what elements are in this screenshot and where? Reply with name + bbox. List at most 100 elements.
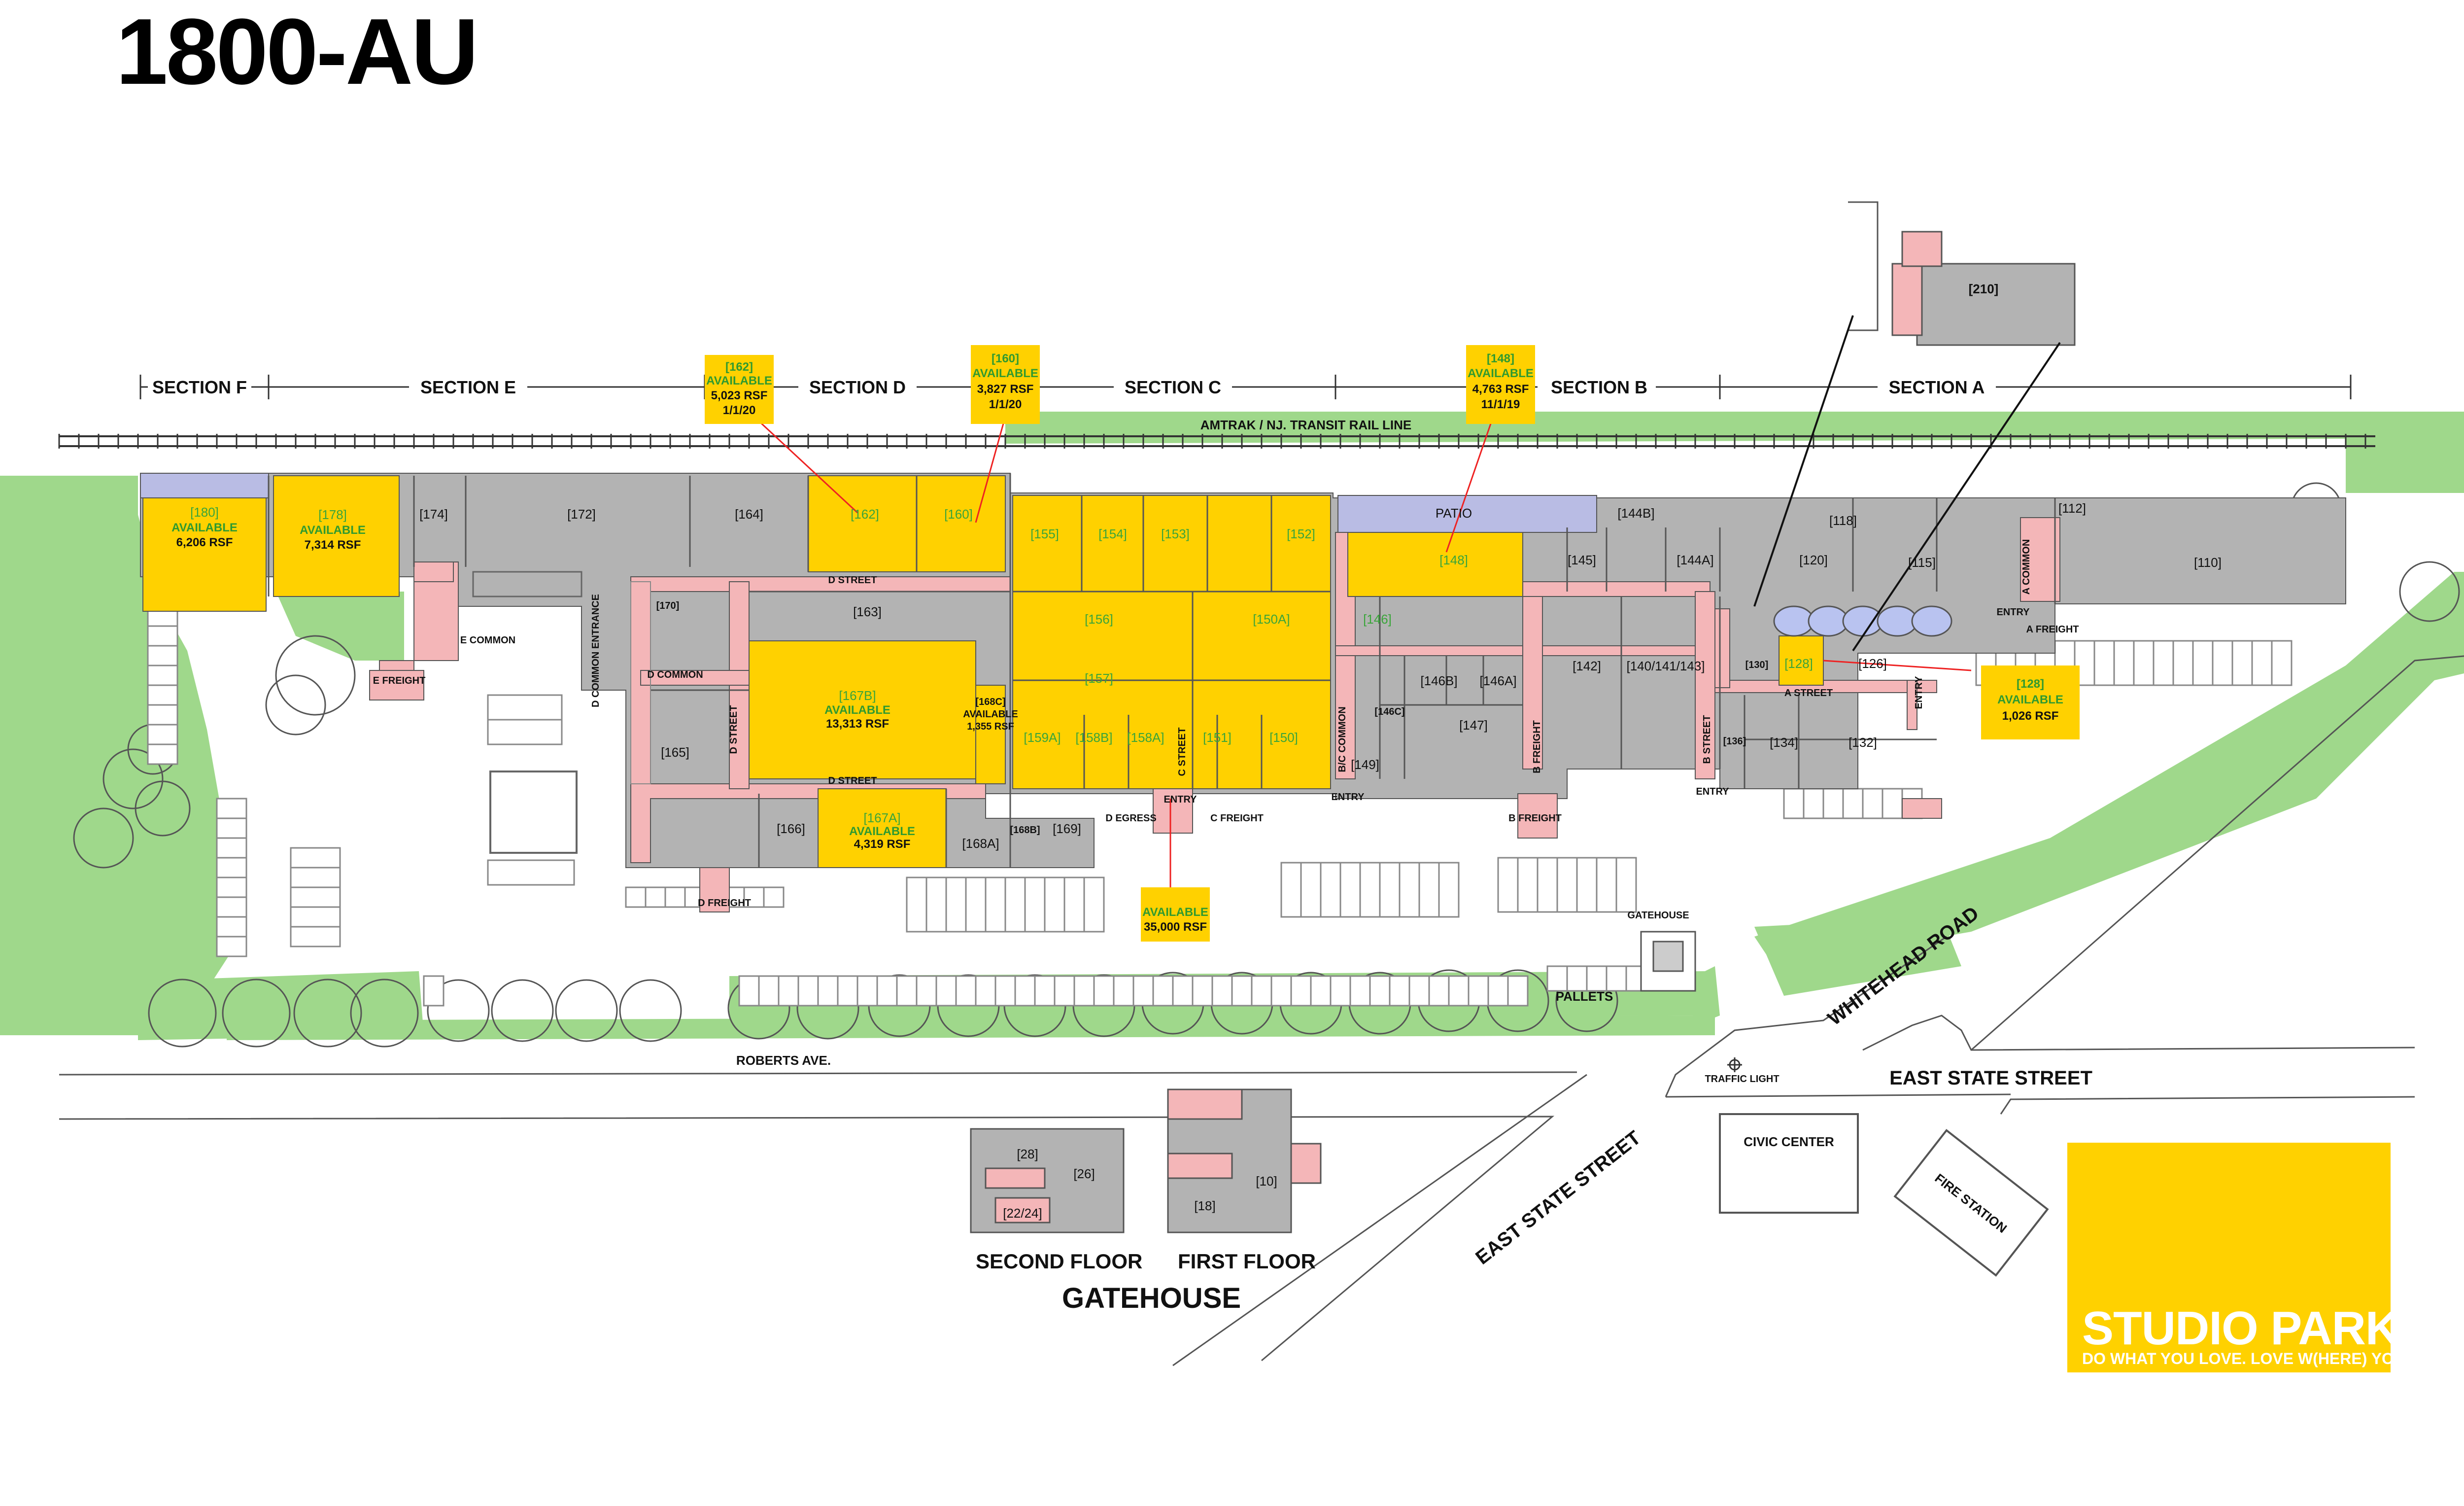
unit-180-size: 6,206 RSF <box>176 536 233 549</box>
unit-168c-size: 1,355 RSF <box>967 721 1014 732</box>
unit-158a-label: [158A] <box>1127 730 1164 745</box>
gatehouse-unit-26-label: [26] <box>1073 1166 1095 1181</box>
unit-168b-label: [168B] <box>1010 825 1040 836</box>
gatehouse-unit-18-label: [18] <box>1194 1198 1215 1213</box>
annex-leader-line <box>1753 315 1854 607</box>
unit-130-label: [130] <box>1745 660 1769 670</box>
unit-174-label: [174] <box>419 507 448 522</box>
unit-112-label: [112] <box>2058 501 2086 516</box>
unit-146c-label: [146C] <box>1374 706 1404 717</box>
d-common-entrance-label: D COMMON ENTRANCE <box>590 594 601 707</box>
main-building <box>140 473 2346 868</box>
unit-178-label: [178] <box>318 507 347 522</box>
unit-150a-label: [150A] <box>1253 612 1290 627</box>
gatehouse-unit-10-label: [10] <box>1256 1174 1277 1189</box>
unit-120-label: [120] <box>1799 553 1828 567</box>
civic-center-label: CIVIC CENTER <box>1744 1134 1834 1149</box>
unit-168a-label: [168A] <box>962 836 999 851</box>
unit-145-label: [145] <box>1568 553 1596 567</box>
service-labels: D STREET D STREET D STREET D COMMON D CO… <box>373 539 2079 1085</box>
unit-166-label: [166] <box>777 821 805 836</box>
second-floor-label: SECOND FLOOR <box>976 1250 1143 1273</box>
c-street-label: C STREET <box>1177 728 1188 776</box>
unit-146a-label: [146A] <box>1479 673 1516 688</box>
b-freight-vertical-label: B FREIGHT <box>1532 720 1542 773</box>
entry-a-label: ENTRY <box>1996 607 2030 618</box>
section-f-label: SECTION F <box>152 377 247 397</box>
rotunda-circles <box>1773 605 1952 637</box>
roberts-ave-label: ROBERTS AVE. <box>736 1053 831 1068</box>
unit-172-label: [172] <box>567 507 596 522</box>
callout-148: [148] AVAILABLE 4,763 RSF 11/1/19 <box>1466 345 1535 424</box>
unit-132-label: [132] <box>1848 735 1877 750</box>
unit-167a-size: 4,319 RSF <box>854 838 911 851</box>
d-common-label: D COMMON <box>647 669 703 680</box>
entry-a2-label: ENTRY <box>1914 676 1924 709</box>
unit-115-label: [115] <box>1908 555 1936 570</box>
unit-160-label: [160] <box>944 507 973 522</box>
e-common-label: E COMMON <box>460 635 515 646</box>
callout-160-unit: [160] <box>992 352 1019 365</box>
callout-160: [160] AVAILABLE 3,827 RSF 1/1/20 <box>971 345 1040 424</box>
a-street-label: A STREET <box>1784 688 1833 699</box>
brand-tagline: DO WHAT YOU LOVE. LOVE W(HERE) YOU DO IT… <box>2082 1350 2455 1367</box>
freight-docks <box>369 670 1942 912</box>
gatehouse-floor-plans <box>970 1088 1322 1233</box>
unit-167b-label: [167B] <box>839 688 876 703</box>
callout-148-unit: [148] <box>1487 352 1514 365</box>
unit-154-label: [154] <box>1098 526 1127 541</box>
unit-162-label: [162] <box>851 507 879 522</box>
unit-167b-status: AVAILABLE <box>824 703 890 717</box>
east-state-street-label: EAST STATE STREET <box>1889 1067 2092 1089</box>
unit-136-label: [136] <box>1723 736 1746 747</box>
unit-180-label: [180] <box>190 505 219 520</box>
patio-label: PATIO <box>1436 506 1472 521</box>
unit-126-label: [126] <box>1858 656 1887 671</box>
d-street-bottom-label: D STREET <box>828 775 877 786</box>
callout-leaders <box>753 416 1972 887</box>
callout-162-date: 1/1/20 <box>723 404 756 417</box>
callout-162-unit: [162] <box>725 360 753 374</box>
a-common-label: A COMMON <box>2021 539 2032 595</box>
unit-140-label: [140/141/143] <box>1626 659 1705 673</box>
callout-128-unit: [128] <box>2017 677 2044 691</box>
unit-165-label: [165] <box>661 745 689 760</box>
a-freight-label: A FREIGHT <box>2026 624 2079 635</box>
b-street-label: B STREET <box>1702 715 1712 764</box>
unit-labels: [180] AVAILABLE 6,206 RSF [178] AVAILABL… <box>171 501 2222 851</box>
civic-center-building <box>1719 1113 1859 1214</box>
section-d-label: SECTION D <box>809 377 906 397</box>
unit-158b-label: [158B] <box>1075 730 1112 745</box>
callout-128-size: 1,026 RSF <box>2002 709 2059 723</box>
b-freight-label: B FREIGHT <box>1508 813 1562 824</box>
roads <box>59 655 2464 1366</box>
unit-118-label: [118] <box>1829 513 1857 528</box>
callout-162-status: AVAILABLE <box>706 374 772 387</box>
rail-line: AMTRAK / NJ. TRANSIT RAIL LINE <box>58 418 2375 449</box>
trees <box>73 482 2460 1048</box>
section-b-label: SECTION B <box>1551 377 1647 397</box>
callout-128-status: AVAILABLE <box>1997 693 2063 706</box>
callout-148-date: 11/1/19 <box>1481 398 1520 411</box>
unit-170-label: [170] <box>656 600 680 611</box>
unit-148-label: [148] <box>1439 553 1468 567</box>
entry-c-label: ENTRY <box>1164 794 1197 805</box>
gatehouse-unit-28-label: [28] <box>1017 1147 1038 1161</box>
entry-b-label: ENTRY <box>1696 786 1729 797</box>
callout-160-status: AVAILABLE <box>972 367 1038 380</box>
gatehouse-label: GATEHOUSE <box>1627 910 1689 921</box>
unit-147-label: [147] <box>1459 718 1488 733</box>
unit-167a-label: [167A] <box>863 810 900 825</box>
unit-168c-status: AVAILABLE <box>963 709 1018 720</box>
d-egress-label: D EGRESS <box>1105 813 1156 824</box>
unit-152-label: [152] <box>1287 526 1315 541</box>
unit-159a-label: [159A] <box>1024 730 1061 745</box>
unit-178-status: AVAILABLE <box>300 524 366 537</box>
traffic-light-label: TRAFFIC LIGHT <box>1705 1074 1779 1085</box>
callout-162: [162] AVAILABLE 5,023 RSF 1/1/20 <box>705 355 774 424</box>
studio-park-logo: STUDIO PARK DO WHAT YOU LOVE. LOVE W(HER… <box>2067 1143 2455 1372</box>
unit-153-label: [153] <box>1161 526 1190 541</box>
callout-148-size: 4,763 RSF <box>1472 383 1529 396</box>
unit-156-label: [156] <box>1085 612 1113 627</box>
